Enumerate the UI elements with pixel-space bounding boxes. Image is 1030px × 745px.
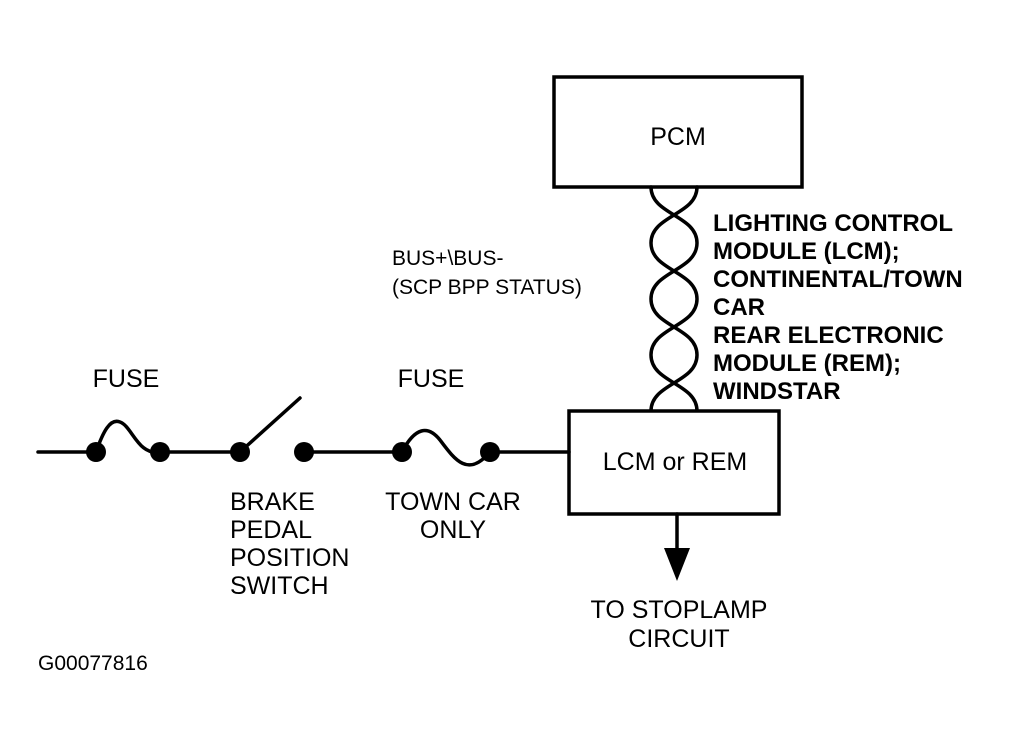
fuse-1-label: FUSE <box>93 365 160 393</box>
pcm-box <box>552 75 804 189</box>
switch-terminal-left <box>230 442 250 462</box>
output-label-line-2: CIRCUIT <box>628 625 729 653</box>
module-note-line-2: MODULE (LCM); <box>713 238 900 265</box>
output-label-line-1: TO STOPLAMP <box>591 596 768 624</box>
bus-label-line-1: BUS+\BUS- <box>392 247 503 270</box>
fuse-2-terminal-right <box>480 442 500 462</box>
switch-label-line-4: SWITCH <box>230 572 329 600</box>
pcm-label: PCM <box>650 123 706 151</box>
main-circuit <box>36 396 571 467</box>
module-note-line-6: MODULE (REM); <box>713 350 901 377</box>
switch-terminal-right <box>294 442 314 462</box>
module-note-line-3: CONTINENTAL/TOWN <box>713 266 963 293</box>
fuse-2-terminal-left <box>392 442 412 462</box>
fuse-2-label: FUSE <box>398 365 465 393</box>
fuse-2-note-line-1: TOWN CAR <box>385 488 521 516</box>
module-box <box>567 409 781 516</box>
switch-label-line-2: PEDAL <box>230 516 312 544</box>
module-note-line-1: LIGHTING CONTROL <box>713 210 953 237</box>
module-label: LCM or REM <box>603 448 747 476</box>
module-note: LIGHTING CONTROL MODULE (LCM); CONTINENT… <box>713 210 963 405</box>
switch-label-line-1: BRAKE <box>230 488 315 516</box>
switch-label-line-3: POSITION <box>230 544 349 572</box>
module-note-line-5: REAR ELECTRONIC <box>713 322 944 349</box>
switch-blade <box>238 396 302 454</box>
figure-id: G00077816 <box>38 652 148 675</box>
bus-label-line-2: (SCP BPP STATUS) <box>392 276 582 299</box>
fuse-2-element <box>400 428 492 467</box>
twisted-pair-bus <box>649 185 699 413</box>
fuse-1-terminal-right <box>150 442 170 462</box>
fuse-2-note-line-2: ONLY <box>420 516 487 544</box>
output-arrow <box>664 512 690 581</box>
fuse-1-terminal-left <box>86 442 106 462</box>
fuse-1-element <box>94 419 162 454</box>
module-note-line-7: WINDSTAR <box>713 378 841 405</box>
module-note-line-4: CAR <box>713 294 765 321</box>
